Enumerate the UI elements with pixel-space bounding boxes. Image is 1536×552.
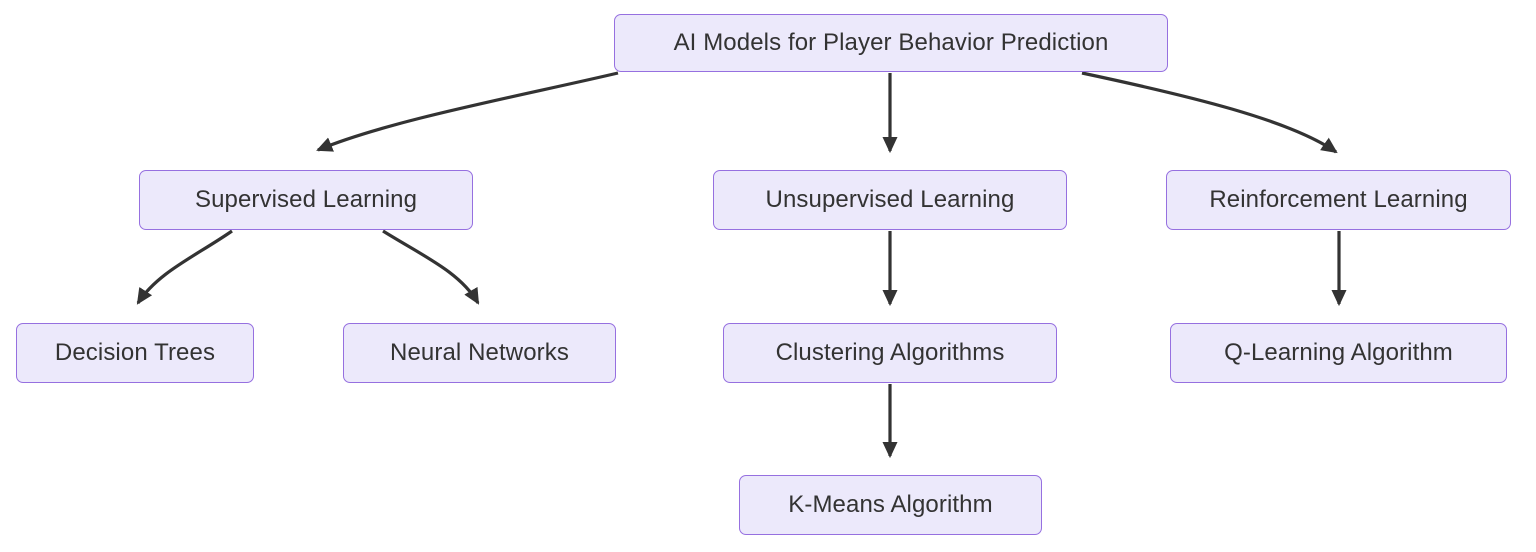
node-label-neural-networks: Neural Networks xyxy=(390,339,569,366)
node-clustering[interactable]: Clustering Algorithms xyxy=(723,323,1057,383)
node-q-learning[interactable]: Q-Learning Algorithm xyxy=(1170,323,1507,383)
node-decision-trees[interactable]: Decision Trees xyxy=(16,323,254,383)
edge-root-to-supervised xyxy=(316,71,619,152)
node-label-clustering: Clustering Algorithms xyxy=(775,339,1005,366)
node-k-means[interactable]: K-Means Algorithm xyxy=(739,475,1042,535)
node-label-reinforcement: Reinforcement Learning xyxy=(1209,186,1468,213)
node-label-unsupervised: Unsupervised Learning xyxy=(765,186,1015,213)
node-neural-networks[interactable]: Neural Networks xyxy=(343,323,616,383)
node-label-q-learning: Q-Learning Algorithm xyxy=(1224,339,1453,366)
node-label-supervised: Supervised Learning xyxy=(194,186,418,213)
node-label-root: AI Models for Player Behavior Prediction xyxy=(673,29,1109,56)
node-reinforcement[interactable]: Reinforcement Learning xyxy=(1166,170,1511,230)
edge-supervised-to-neural-networks xyxy=(382,229,480,305)
node-supervised[interactable]: Supervised Learning xyxy=(139,170,473,230)
node-label-k-means: K-Means Algorithm xyxy=(788,491,993,518)
edge-root-to-reinforcement xyxy=(1081,71,1338,154)
node-unsupervised[interactable]: Unsupervised Learning xyxy=(713,170,1067,230)
node-label-decision-trees: Decision Trees xyxy=(54,339,216,366)
node-root[interactable]: AI Models for Player Behavior Prediction xyxy=(614,14,1168,72)
edge-supervised-to-decision-trees xyxy=(136,229,233,305)
